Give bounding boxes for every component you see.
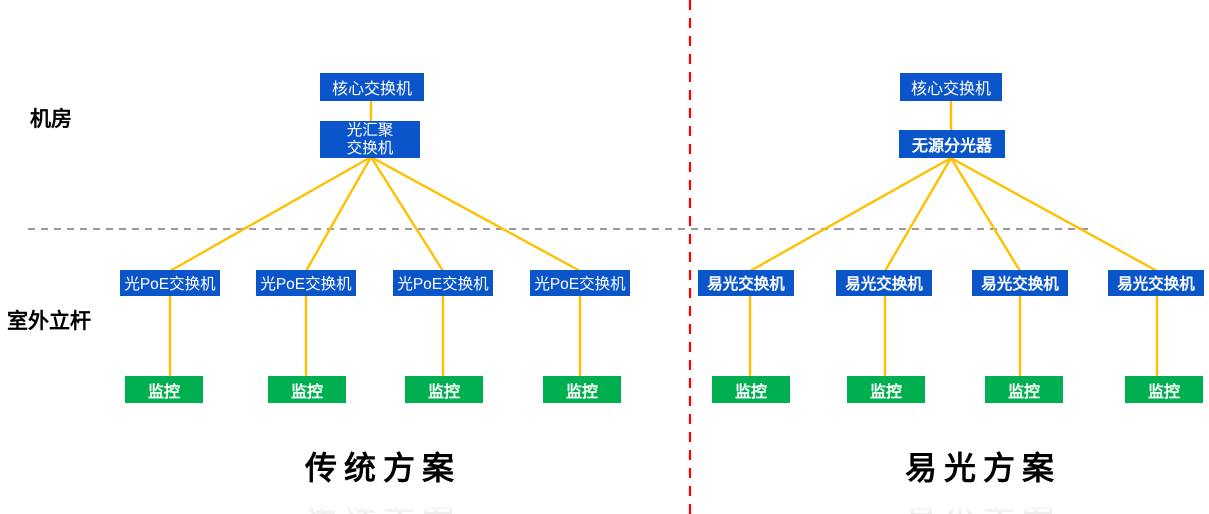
right-core-switch-node: 核心交换机 bbox=[900, 73, 1002, 101]
left-monitor-node: 监控 bbox=[268, 376, 346, 403]
right-access-switch-node: 易光交换机 bbox=[1108, 270, 1204, 296]
right-monitor-node: 监控 bbox=[847, 376, 925, 403]
right-access-switch-node: 易光交换机 bbox=[698, 270, 794, 296]
right-access-switch-node: 易光交换机 bbox=[972, 270, 1068, 296]
aggregation-switch-line1: 光汇聚 bbox=[346, 121, 394, 139]
left-access-switch-node: 光PoE交换机 bbox=[256, 270, 356, 296]
right-monitor-node: 监控 bbox=[985, 376, 1063, 403]
left-title-text: 传统方案 bbox=[304, 450, 461, 486]
right-monitor-node: 监控 bbox=[1125, 376, 1203, 403]
right-access-switch-node: 易光交换机 bbox=[836, 270, 932, 296]
left-monitor-node: 监控 bbox=[125, 376, 203, 403]
left-core-switch-node: 核心交换机 bbox=[320, 73, 424, 101]
right-monitor-node: 监控 bbox=[712, 376, 790, 403]
left-access-switch-node: 光PoE交换机 bbox=[393, 270, 493, 296]
right-section-title: 易光方案 易光方案 bbox=[878, 443, 1088, 514]
right-title-text: 易光方案 bbox=[904, 450, 1061, 486]
left-aggregation-switch-node: 光汇聚 交换机 bbox=[320, 121, 420, 158]
room-zone-label: 机房 bbox=[30, 108, 72, 131]
left-monitor-node: 监控 bbox=[543, 376, 621, 403]
left-access-switch-node: 光PoE交换机 bbox=[530, 270, 630, 296]
aggregation-switch-line2: 交换机 bbox=[346, 139, 394, 157]
left-access-switch-node: 光PoE交换机 bbox=[120, 270, 220, 296]
right-title-reflection: 易光方案 bbox=[904, 483, 1061, 514]
left-section-title: 传统方案 传统方案 bbox=[278, 443, 488, 514]
pole-zone-label: 室外立杆 bbox=[7, 310, 91, 333]
left-monitor-node: 监控 bbox=[405, 376, 483, 403]
left-title-reflection: 传统方案 bbox=[304, 483, 461, 514]
right-splitter-node: 无源分光器 bbox=[899, 130, 1005, 158]
